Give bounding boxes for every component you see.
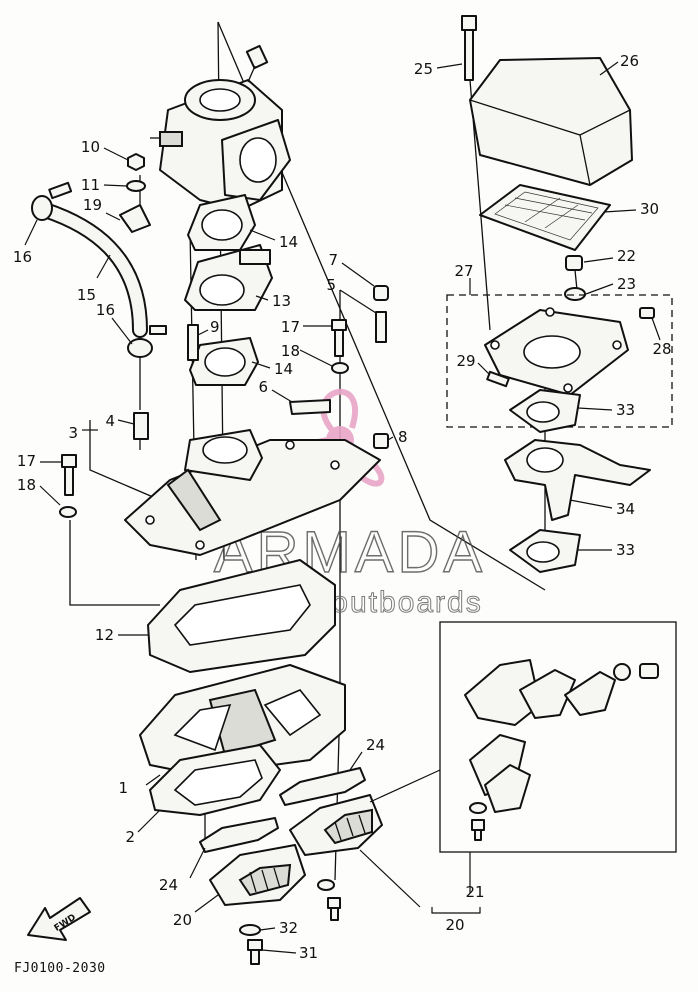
collar-4: [133, 412, 149, 440]
callout-24-left: 24: [159, 876, 178, 894]
callout-22: 22: [617, 247, 636, 265]
gasket-33-lower: [509, 529, 581, 573]
gasket-2: [149, 744, 281, 816]
callout-1: 1: [118, 779, 128, 797]
callout-13: 13: [272, 292, 291, 310]
callout-12: 12: [95, 626, 114, 644]
reed-valve-20-right: [289, 794, 383, 856]
screw-31: [247, 897, 341, 965]
callout-33-lower: 33: [616, 541, 635, 559]
bolt-25: [461, 15, 477, 81]
reed-valve-body-1: [139, 664, 346, 776]
gasket-24-left: [199, 817, 279, 853]
callout-20-group: 20: [445, 916, 464, 934]
callout-32: 32: [279, 919, 298, 937]
manifold-gasket-14-lower: [189, 337, 259, 386]
callout-14-upper: 14: [279, 233, 298, 251]
silencer-case-27: [484, 307, 629, 396]
callout-20-left: 20: [173, 911, 192, 929]
washer-11: [126, 180, 146, 192]
reed-valve-20-left: [209, 844, 306, 906]
callout-11: 11: [81, 176, 100, 194]
callout-17-left: 17: [17, 452, 36, 470]
callout-17-center: 17: [281, 318, 300, 336]
callout-25: 25: [414, 60, 433, 78]
plug-8: [373, 433, 389, 449]
bracket-34: [504, 439, 651, 521]
callout-18-center: 18: [281, 342, 300, 360]
callout-23: 23: [617, 275, 636, 293]
washer-18-center: [331, 362, 349, 374]
screw-22: [565, 255, 583, 271]
callout-10: 10: [81, 138, 100, 156]
fuel-hose-15: [37, 202, 148, 338]
gasket-12: [147, 559, 336, 673]
stud-bolt-9: [187, 324, 199, 361]
callout-27: 27: [454, 262, 473, 280]
callout-31: 31: [299, 944, 318, 962]
callout-21: 21: [465, 883, 484, 901]
hose-clamp-16-upper: [31, 181, 73, 221]
hose-clamp-16-lower: [127, 325, 167, 358]
callout-4: 4: [105, 412, 115, 430]
bolt-17-left: [61, 454, 77, 496]
gasket-24-right: [279, 767, 366, 806]
nut-10: [127, 153, 145, 171]
callout-34: 34: [616, 500, 635, 518]
intake-manifold-3: [124, 429, 381, 556]
callout-15: 15: [77, 286, 96, 304]
callout-30: 30: [640, 200, 659, 218]
silencer-cover-26: [469, 57, 633, 186]
callout-5: 5: [326, 276, 336, 294]
callout-18-left: 18: [17, 476, 36, 494]
clip-19: [119, 204, 151, 233]
manifold-spacer-13: [184, 244, 273, 311]
washer-32: [239, 879, 335, 936]
joint-5: [375, 311, 387, 343]
callout-leaders: [24, 61, 661, 954]
reed-valve-detail-box-21: [439, 621, 677, 853]
callout-3: 3: [68, 424, 78, 442]
fwd-arrow-icon: FWD: [27, 897, 91, 941]
manifold-gasket-14-upper: [187, 194, 256, 251]
screw-29: [486, 370, 510, 388]
callout-19: 19: [83, 196, 102, 214]
bolt-17-center: [331, 319, 347, 357]
carburetor: [150, 44, 291, 211]
gasket-33-upper: [509, 389, 581, 433]
callout-8: 8: [398, 428, 408, 446]
callout-24-right: 24: [366, 736, 385, 754]
filter-element-30: [479, 184, 611, 251]
joint-28: [639, 307, 655, 319]
callout-29: 29: [456, 352, 475, 370]
callout-26: 26: [620, 52, 639, 70]
washer-18-left: [59, 506, 77, 518]
diagram-code: FJ0100-2030: [14, 961, 106, 976]
callout-33-upper: 33: [616, 401, 635, 419]
callout-9: 9: [210, 318, 220, 336]
callout-6: 6: [258, 378, 268, 396]
washer-23: [564, 287, 586, 301]
callout-2: 2: [125, 828, 135, 846]
callout-16-upper: 16: [13, 248, 32, 266]
cap-7: [373, 285, 389, 301]
plate-6: [289, 399, 331, 415]
callout-14-lower: 14: [274, 360, 293, 378]
callout-16-lower: 16: [96, 301, 115, 319]
callout-numbers: 1 2 3 4 5 6 7 8 9 10 11 12 13 14 14 15 1…: [13, 52, 672, 962]
callout-28: 28: [652, 340, 671, 358]
callout-7: 7: [328, 251, 338, 269]
